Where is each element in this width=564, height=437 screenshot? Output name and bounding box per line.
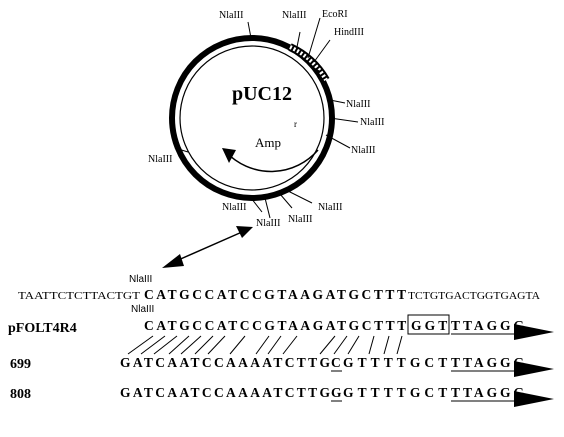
junction-arrow bbox=[162, 226, 253, 268]
clone-808-arrow bbox=[514, 391, 554, 407]
clone-808-sequence: GATCAATCCAAAATCTTG G GTTTTGCT TTAGGG bbox=[120, 385, 524, 400]
ref-core: CATGCCATCCGTAAGATGCTTT bbox=[144, 287, 406, 302]
amp-label: Amp bbox=[255, 135, 281, 150]
site-line bbox=[285, 189, 313, 204]
polylinker-hatch bbox=[289, 45, 328, 82]
nlaiii-site-label: NlaIII bbox=[222, 202, 246, 213]
pfolt-sequence: CATGCCATCCGTAAGATGCTTT GGT TTAGGG bbox=[144, 318, 524, 333]
polylinker-segment bbox=[288, 43, 330, 83]
plasmid-map: pUC12 Amp r NlaIII NlaIII EcoRI HindIII … bbox=[148, 9, 384, 229]
amp-superscript: r bbox=[294, 119, 297, 129]
site-line bbox=[250, 197, 263, 213]
pfolt-tail: TTAGGG bbox=[451, 318, 524, 333]
plasmid-ring-inner bbox=[179, 45, 325, 191]
ref-right-flank: TCTGTGACTGGTGAGTA bbox=[408, 291, 541, 302]
sequence-alignment: NlaIII TAATTCTCTTACTGT CATGCCATCCGTAAGAT… bbox=[8, 274, 554, 407]
pfolt-direction-arrow bbox=[514, 324, 554, 340]
pfolt-boxed: GGT bbox=[411, 318, 447, 333]
site-line bbox=[329, 99, 346, 104]
nlaiii-site-label: NlaIII bbox=[282, 10, 306, 21]
boxed-motif bbox=[407, 314, 450, 335]
site-line bbox=[295, 31, 301, 53]
pfolt-label: pFOLT4R4 bbox=[8, 321, 77, 336]
site-line bbox=[247, 21, 252, 39]
plasmid-name: pUC12 bbox=[232, 83, 292, 105]
clone-699-label: 699 bbox=[10, 357, 31, 372]
pfolt-seq: CATGCCATCCGTAAGATGCTTT bbox=[144, 318, 406, 333]
clone-808-label: 808 bbox=[10, 387, 31, 402]
ecori-site-label: EcoRI bbox=[322, 9, 348, 20]
site-line bbox=[325, 134, 351, 149]
clone-699-sequence: GATCAATCCAAAATCTTG C GTTTTGCT TTAGGG bbox=[120, 355, 524, 370]
clone-699-mid: GTTTTGCT bbox=[343, 355, 447, 370]
nlaiii-site-label: NlaIII bbox=[318, 202, 342, 213]
site-line bbox=[174, 147, 189, 153]
site-line bbox=[329, 117, 359, 123]
clone-808-mismatch: G bbox=[331, 385, 342, 400]
site-line bbox=[279, 193, 293, 209]
clone-808-mid: GTTTTGCT bbox=[343, 385, 447, 400]
nlaiii-site-label: NlaIII bbox=[148, 154, 172, 165]
site-line bbox=[307, 17, 321, 59]
clone-699-tail: TTAGGG bbox=[451, 355, 524, 370]
site-line bbox=[264, 197, 271, 219]
amp-arrowhead bbox=[222, 148, 236, 163]
ref-site-label: NlaIII bbox=[129, 274, 152, 285]
nlaiii-site-label: NlaIII bbox=[256, 218, 280, 229]
site-line bbox=[313, 39, 331, 63]
clone-699-prefix: GATCAATCCAAAATCTTG bbox=[120, 355, 330, 370]
nlaiii-site-label: NlaIII bbox=[288, 214, 312, 225]
clone-808-prefix: GATCAATCCAAAATCTTG bbox=[120, 385, 330, 400]
hindiii-site-label: HindIII bbox=[334, 27, 364, 38]
reference-sequence: TAATTCTCTTACTGT CATGCCATCCGTAAGATGCTTT T… bbox=[18, 286, 541, 303]
nlaiii-site-label: NlaIII bbox=[351, 145, 375, 156]
ref-left-flank: TAATTCTCTTACTGT bbox=[18, 291, 140, 302]
crossover-lines bbox=[127, 335, 403, 355]
polylinker-tick bbox=[312, 67, 321, 73]
clone-808-tail: TTAGGG bbox=[451, 385, 524, 400]
clone-699-mismatch: C bbox=[331, 355, 341, 370]
nlaiii-site-label: NlaIII bbox=[360, 117, 384, 128]
nlaiii-site-label: NlaIII bbox=[346, 99, 370, 110]
nlaiii-site-label: NlaIII bbox=[219, 10, 243, 21]
clone-699-arrow bbox=[514, 361, 554, 377]
pfolt-site-label: NlaIII bbox=[131, 304, 154, 315]
amp-arrow bbox=[225, 149, 319, 173]
